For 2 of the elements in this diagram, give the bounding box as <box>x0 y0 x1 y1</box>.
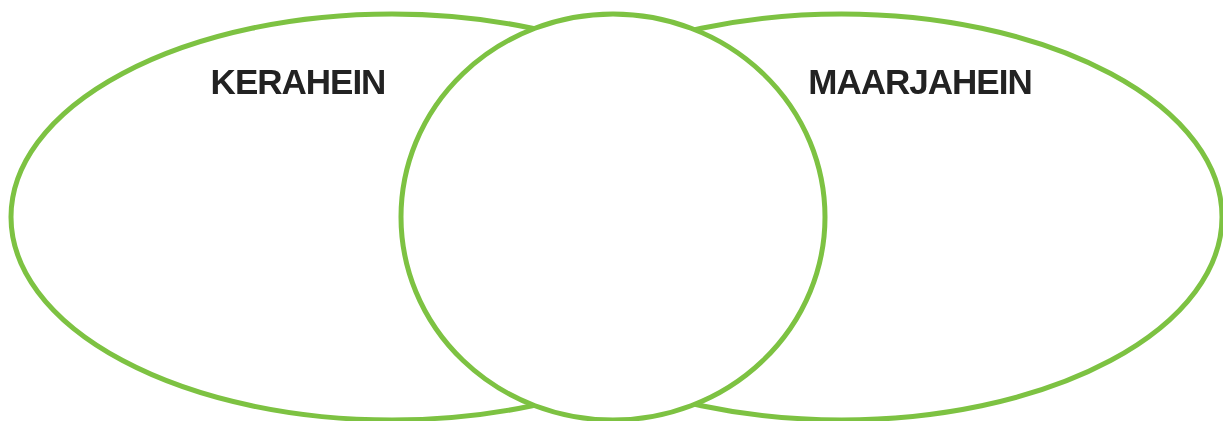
set-label: MAARJAHEIN <box>808 62 1032 102</box>
set-label: KERAHEIN <box>210 62 386 102</box>
